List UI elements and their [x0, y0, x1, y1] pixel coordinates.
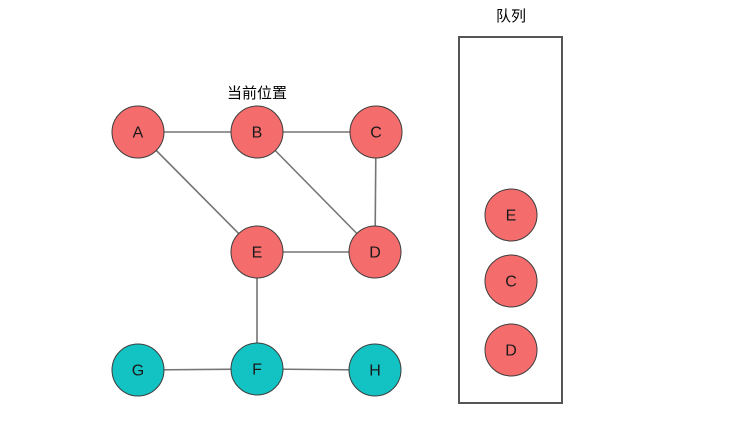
node-circle-D [348, 225, 402, 279]
edge-A-E [137, 131, 258, 253]
node-label-C: C [370, 125, 382, 142]
node-label-H: H [369, 363, 381, 380]
node-circle-C [349, 105, 403, 159]
queue-item-circle-E [484, 188, 538, 242]
edge-B-D [256, 131, 376, 253]
graph-node-G: G [111, 343, 165, 397]
graph-node-D: D [348, 225, 402, 279]
node-circle-G [111, 343, 165, 397]
queue-item-circle-D [484, 323, 538, 377]
graph-node-B: B [230, 105, 284, 159]
node-circle-H [348, 343, 402, 397]
node-label-G: G [132, 363, 144, 380]
graph-node-H: H [348, 343, 402, 397]
queue-item-label-D: D [505, 343, 517, 360]
queue-item-label-C: C [505, 274, 517, 291]
queue-title: 队列 [496, 8, 526, 25]
queue-item-circle-C [484, 254, 538, 308]
node-circle-F [230, 342, 284, 396]
node-label-A: A [133, 125, 144, 142]
graph-node-C: C [349, 105, 403, 159]
queue-item-C: C [484, 254, 538, 308]
queue-item-label-E: E [506, 208, 517, 225]
graph-node-E: E [230, 225, 284, 279]
graph-node-F: F [230, 342, 284, 396]
queue-item-E: E [484, 188, 538, 242]
current-position-label: 当前位置 [227, 85, 287, 102]
node-circle-B [230, 105, 284, 159]
queue-box [458, 36, 563, 404]
node-label-E: E [252, 245, 263, 262]
graph-nodes-layer: A B C E D G F H [111, 105, 403, 397]
node-circle-E [230, 225, 284, 279]
node-label-B: B [252, 125, 263, 142]
queue-items-layer: E C D [484, 188, 538, 377]
node-label-D: D [369, 245, 381, 262]
node-circle-A [111, 105, 165, 159]
queue-group: 队列 E C D [458, 8, 563, 404]
node-label-F: F [252, 362, 262, 379]
graph-node-A: A [111, 105, 165, 159]
queue-item-D: D [484, 323, 538, 377]
